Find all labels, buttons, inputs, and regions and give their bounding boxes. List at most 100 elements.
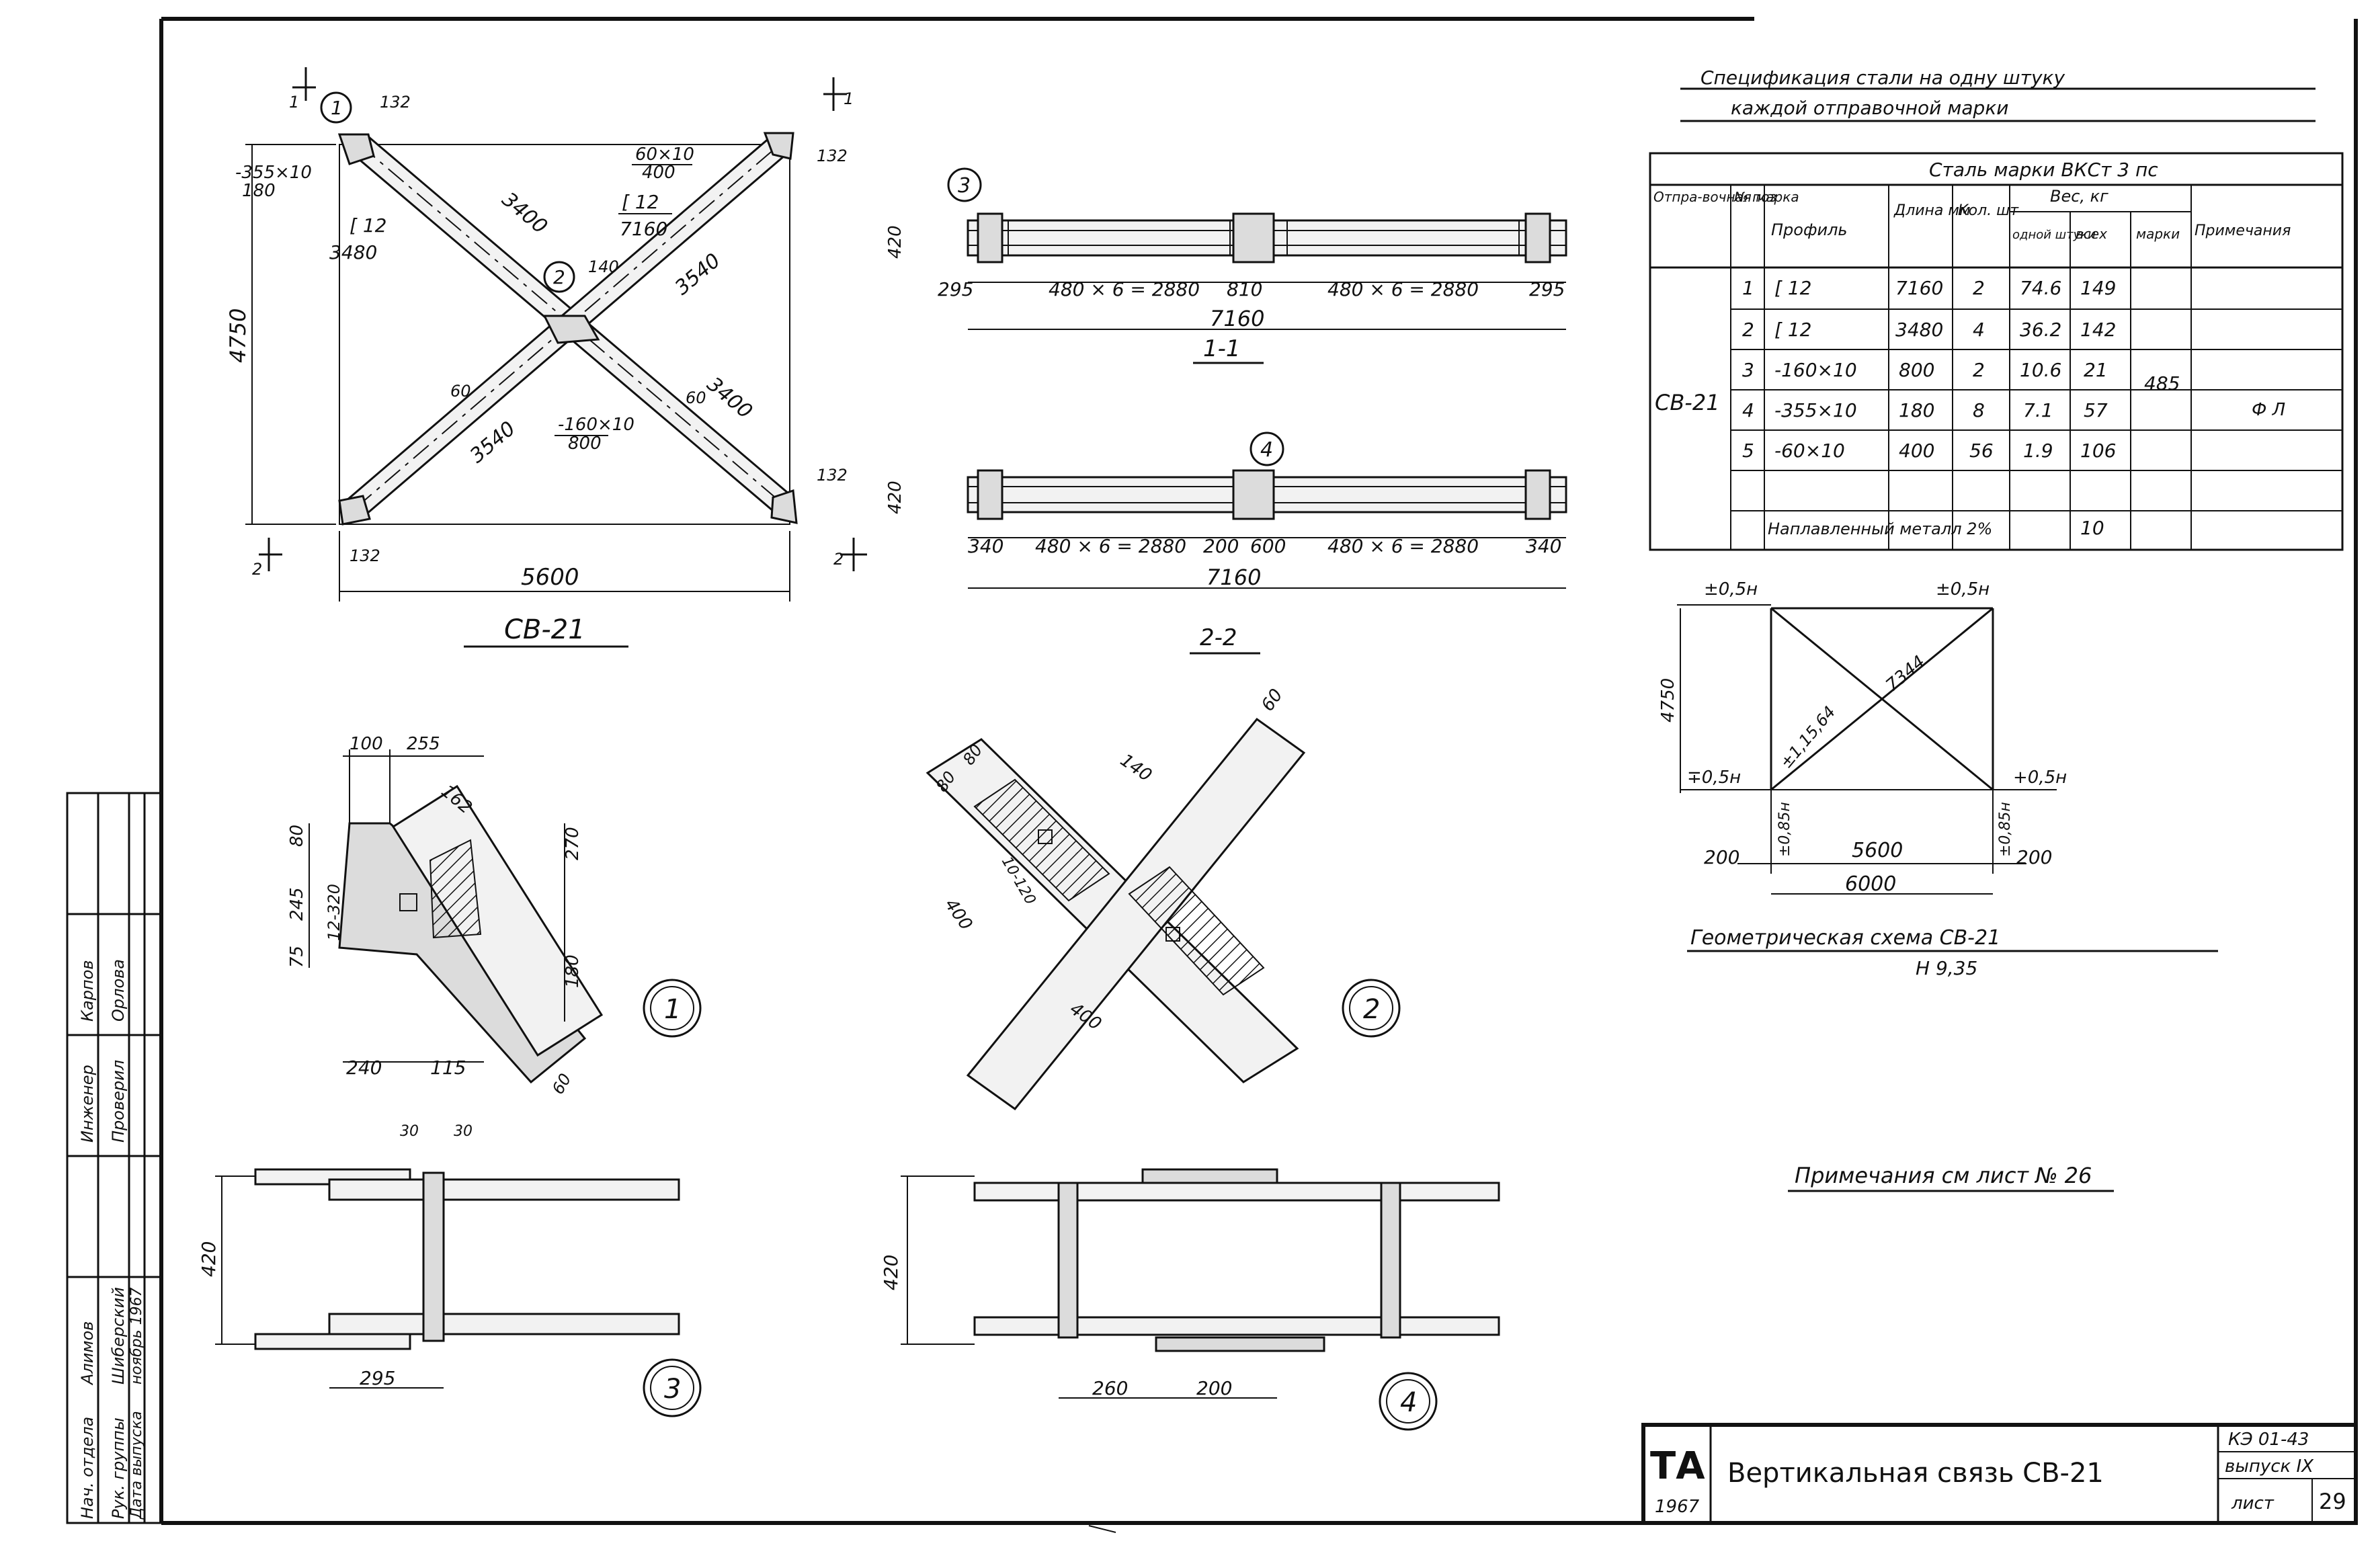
spec-col-mark: Отпра-вочная марка	[1653, 189, 1799, 205]
r3-length: 800	[1899, 359, 1934, 381]
r5-length: 400	[1899, 440, 1934, 462]
d1-240: 240	[346, 1057, 382, 1079]
channel-label: [ 12	[622, 191, 659, 213]
s1-callout-circle	[947, 167, 982, 202]
stamp-row-2-name: Шиберский	[109, 1287, 128, 1385]
d4-260: 260	[1092, 1377, 1128, 1399]
half-channel-label: [ 12	[350, 214, 386, 237]
geo-subtitle: Н 9,35	[1916, 957, 1977, 979]
spec-table: Спецификация стали на одну штуку каждой …	[1649, 67, 2344, 551]
main-view: 5600 4750 3400 3540 3400 3540 [ 12 7160 …	[225, 67, 867, 648]
r5-wall: 106	[2080, 440, 2116, 462]
r2-wone: 36.2	[2020, 319, 2061, 341]
r5-profile: -60×10	[1774, 440, 1845, 462]
half-channel-len: 3480	[329, 241, 377, 263]
spec-col-length: Длина мм	[1893, 202, 1971, 219]
r1-length: 7160	[1895, 277, 1943, 299]
r3-profile: -160×10	[1774, 359, 1857, 381]
stamp-row-1: Нач. отдела	[78, 1417, 97, 1519]
geo-side-left: 200	[1704, 846, 1739, 868]
s2-600: 600	[1250, 535, 1286, 557]
spec-col-weight: Вес, кг	[2050, 187, 2108, 206]
r4-pos: 4	[1742, 399, 1754, 421]
s2-480-left: 480 × 6 = 2880	[1035, 535, 1186, 557]
geo-height: 4750	[1658, 678, 1678, 723]
s1-callout: 3	[958, 174, 971, 198]
r3-qty: 2	[1973, 359, 1985, 381]
geo-bottom-right: +0,5н	[2013, 768, 2067, 788]
geo-diag: 7344	[1882, 652, 1929, 696]
s2-340-left: 340	[968, 535, 1003, 557]
node-2-marker	[543, 261, 575, 293]
plate-tr-label: 60×10	[635, 145, 694, 165]
spec-row-2: 2 [ 12 3480 4 36.2 142	[1742, 319, 2116, 341]
d2-400a: 400	[940, 895, 976, 934]
r4-wone: 7.1	[2023, 399, 2053, 421]
d4-height: 420	[880, 1255, 902, 1290]
detail-2-weld-a	[973, 778, 1110, 902]
main-width: 5600	[521, 564, 579, 591]
s2-callout-circle	[1250, 431, 1284, 466]
r3-wone: 10.6	[2020, 359, 2061, 381]
geo-left-force: ±0,85н	[1776, 802, 1793, 857]
s1-810: 810	[1227, 278, 1262, 300]
s2-200: 200	[1203, 535, 1239, 557]
detail-2-weld-b	[1128, 866, 1265, 996]
d1-75: 75	[287, 946, 307, 968]
r2-profile: [ 12	[1774, 319, 1811, 341]
r2-length: 3480	[1895, 319, 1943, 341]
node-1-text: 1	[331, 97, 343, 119]
s2-caption: 2-2	[1200, 624, 1237, 651]
node-1-marker	[320, 91, 352, 124]
stamp-checker-name: Орлова	[109, 959, 128, 1022]
s2-callout: 4	[1260, 438, 1273, 462]
dim-140: 140	[588, 257, 619, 276]
s1-480-right: 480 × 6 = 2880	[1327, 278, 1479, 300]
center-plate	[542, 315, 600, 344]
r1-qty: 2	[1973, 277, 1985, 299]
s1-caption: 1-1	[1203, 335, 1241, 362]
d1-80: 80	[287, 825, 307, 847]
d4-200: 200	[1196, 1377, 1232, 1399]
detail-3-plate	[422, 1171, 445, 1342]
center-plate-len: 800	[568, 434, 602, 454]
d1-115: 115	[430, 1057, 466, 1079]
stamp-row-2: Рук. группы	[109, 1417, 128, 1519]
s2-total: 7160	[1206, 565, 1261, 590]
main-half-3: 3400	[702, 372, 757, 423]
r4-length: 180	[1899, 399, 1934, 421]
spec-steel: Сталь марки ВКСт 3 пс	[1929, 159, 2158, 181]
r1-pos: 1	[1742, 277, 1754, 299]
r2-qty: 4	[1973, 319, 1985, 341]
gusset-br	[770, 489, 798, 524]
d1-60: 60	[548, 1071, 575, 1098]
main-half-1: 3400	[497, 188, 552, 239]
spec-note: Ф Л	[2252, 400, 2285, 420]
s1-total: 7160	[1210, 306, 1264, 331]
geo-overall: 6000	[1845, 872, 1896, 896]
detail-4-plate-b	[1380, 1182, 1401, 1339]
spec-heading-2: каждой отправочной марки	[1731, 97, 2008, 119]
main-caption: СВ-21	[504, 614, 585, 645]
r3-pos: 3	[1742, 359, 1754, 381]
sect-1-top: 1	[289, 93, 299, 112]
detail-2-channel-b	[966, 717, 1306, 1111]
detail-1-label: 1	[664, 994, 681, 1025]
detail-4-marker	[1379, 1372, 1438, 1431]
sect-2-bl: 2	[252, 560, 262, 579]
d1-245: 245	[287, 887, 307, 921]
spec-col-note: Примечания	[2195, 222, 2291, 239]
stamp-date-label: Дата выпуска	[128, 1411, 145, 1520]
geo-right-force: ±0,85н	[1997, 802, 2014, 857]
sect-1-top-r: 1	[844, 89, 854, 108]
spec-row-5: 5 -60×10 400 56 1.9 106	[1742, 440, 2116, 462]
stamp-checker: Проверил	[109, 1060, 128, 1143]
r3-wall: 21	[2084, 359, 2108, 381]
spec-row-4: 4 -355×10 180 8 7.1 57	[1742, 399, 2108, 421]
title-issue: выпуск IX	[2225, 1456, 2314, 1477]
center-plate-label: -160×10	[558, 415, 634, 435]
d3-height: 420	[198, 1241, 220, 1277]
geo-top-left: ±0,5н	[1704, 579, 1758, 600]
d1-weld: 12-320	[325, 884, 343, 941]
s1-480-left: 480 × 6 = 2880	[1049, 278, 1200, 300]
